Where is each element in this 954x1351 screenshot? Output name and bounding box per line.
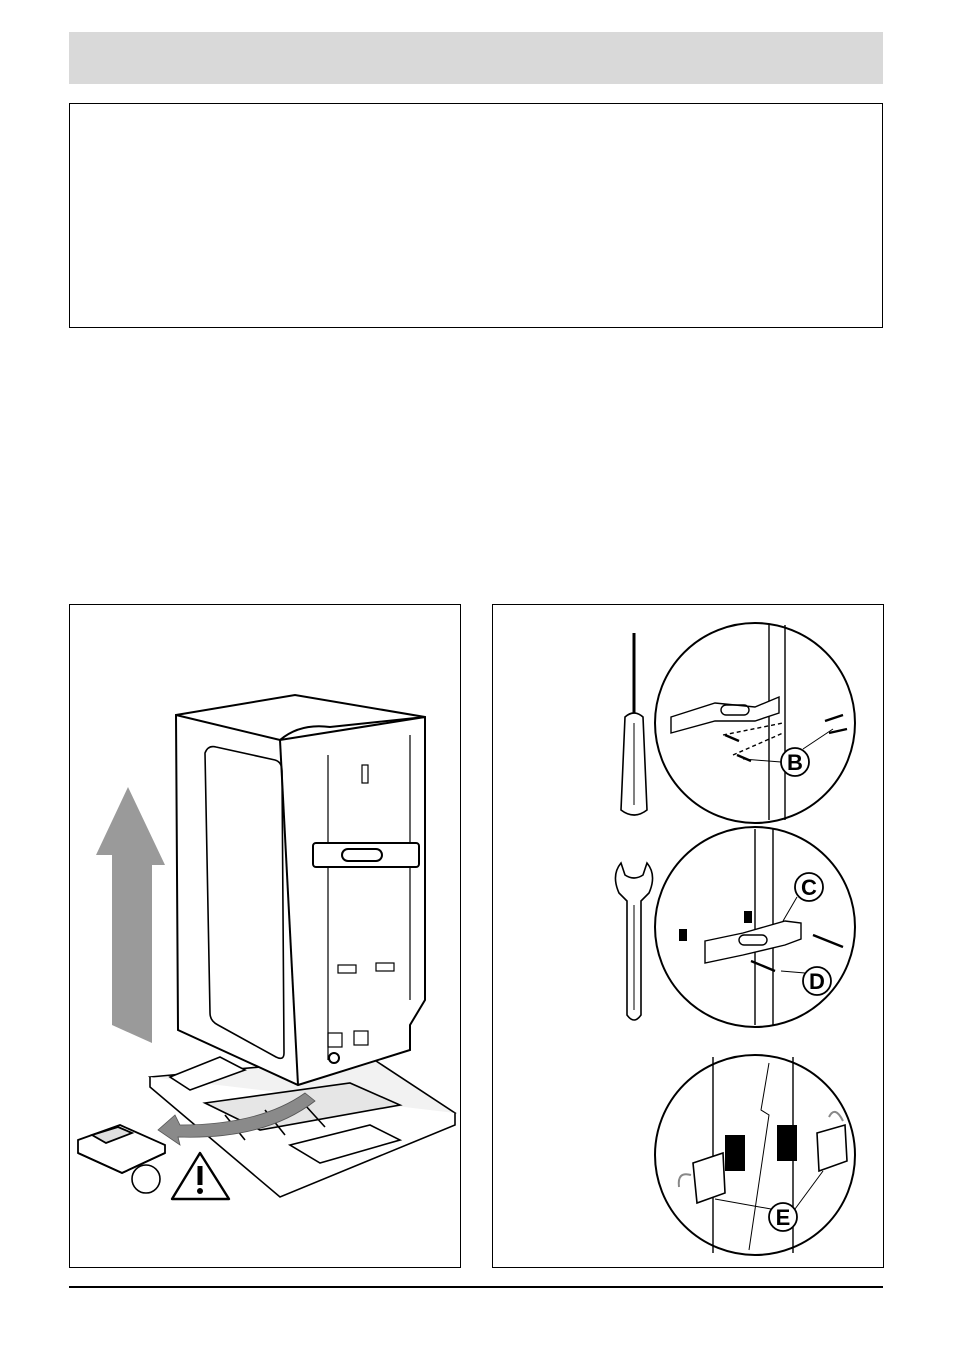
- footer-rule: [69, 1286, 883, 1288]
- detail-circle-b: B: [654, 622, 856, 824]
- figure-panel-lift-appliance: [69, 604, 461, 1268]
- figure-panel-bracket-assembly: B C D: [492, 604, 884, 1268]
- spanner-icon: [614, 861, 654, 1021]
- detail-circle-e: E: [654, 1054, 856, 1256]
- callout-b: B: [787, 750, 803, 775]
- bracket-assembly-illustration: B C D: [614, 622, 856, 1256]
- lift-appliance-illustration: [77, 693, 457, 1201]
- removed-foot-block: [77, 1124, 166, 1174]
- callout-blank: [131, 1164, 161, 1194]
- warning-triangle-icon: [170, 1151, 231, 1201]
- callout-e: E: [776, 1205, 791, 1230]
- appliance-cabinet: [174, 693, 426, 1087]
- callout-d: D: [809, 969, 825, 994]
- header-bar: [69, 32, 883, 84]
- remove-arrow-icon: [157, 1092, 316, 1146]
- detail-circle-cd: C D: [654, 826, 856, 1028]
- callout-c: C: [801, 875, 817, 900]
- lift-up-arrow-icon: [96, 787, 165, 1043]
- notice-box: [69, 103, 883, 328]
- screwdriver-icon: [620, 633, 648, 816]
